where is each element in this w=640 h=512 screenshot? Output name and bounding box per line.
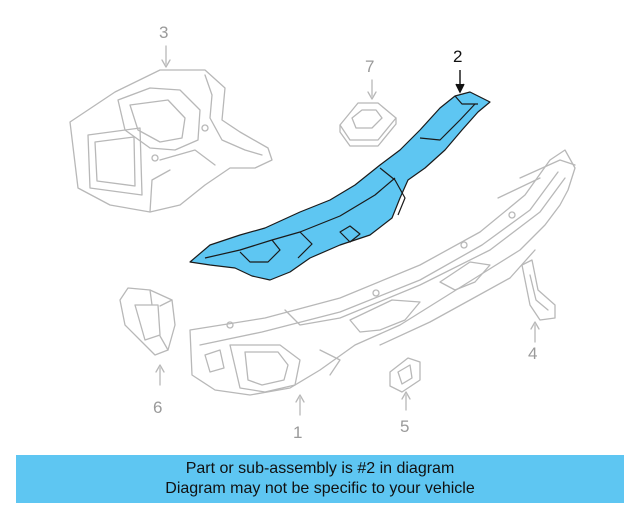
info-banner: Part or sub-assembly is #2 in diagram Di… (16, 455, 624, 503)
banner-line-1: Part or sub-assembly is #2 in diagram (185, 460, 455, 477)
leader-part-2 (455, 70, 465, 94)
leader-lines (155, 45, 540, 416)
part-1-rear-panel (189, 149, 576, 396)
part-3-quarter-panel (69, 69, 273, 213)
callout-5: 5 (400, 417, 410, 436)
part-6-bracket (119, 287, 176, 356)
callout-7: 7 (365, 57, 375, 76)
part-4-bracket (521, 259, 556, 321)
callout-2: 2 (453, 47, 463, 66)
callout-3: 3 (159, 23, 169, 42)
part-5-clip (389, 357, 421, 393)
callout-6: 6 (153, 398, 163, 417)
callout-4: 4 (528, 344, 538, 363)
part-2-highlighted (189, 91, 491, 281)
part-7-bracket (339, 102, 397, 147)
banner-line-2: Diagram may not be specific to your vehi… (165, 480, 475, 497)
callout-1: 1 (293, 423, 303, 442)
